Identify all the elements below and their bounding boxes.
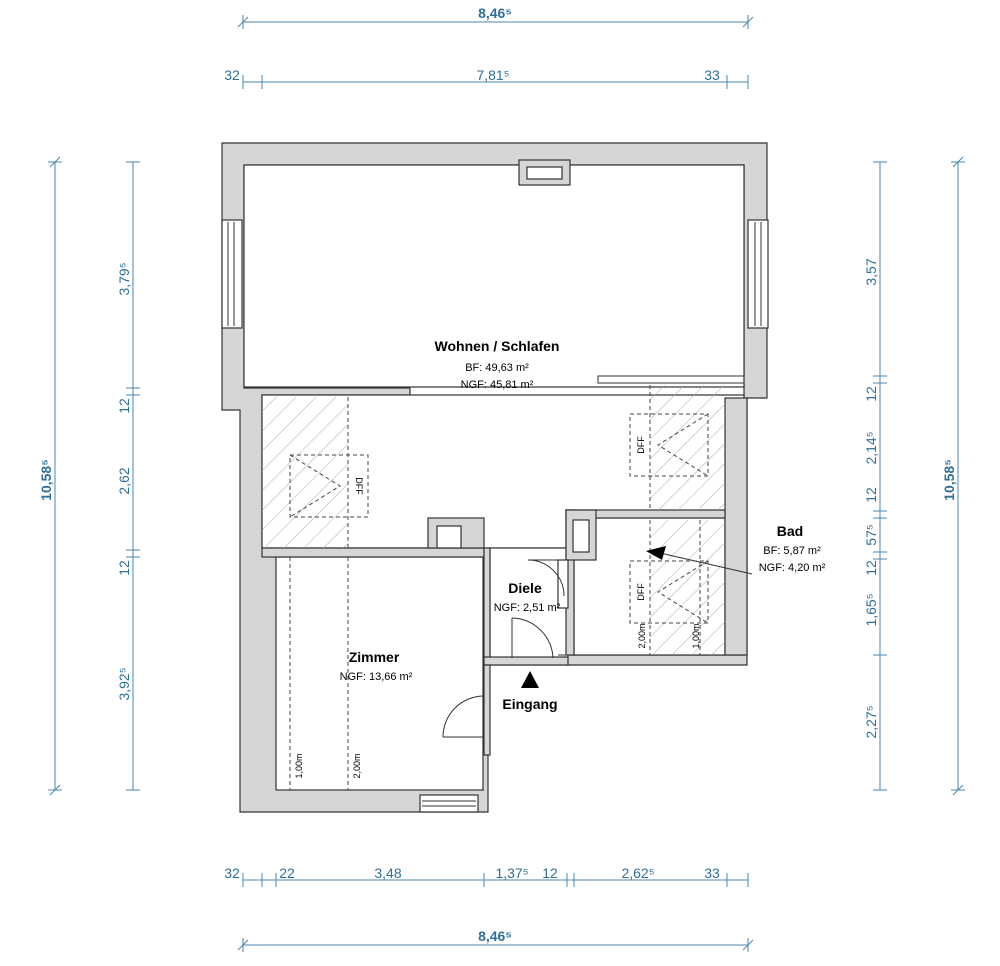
dim-bottom-6: 2,62⁵ xyxy=(621,865,654,881)
dim-right-7: 1,65⁵ xyxy=(863,593,879,626)
dim-bottom-2: 22 xyxy=(279,865,295,881)
top-dimension-chain: 8,46⁵ 32 7,81⁵ 33 xyxy=(224,5,754,89)
roof-window-left: DFF xyxy=(289,454,369,518)
dim-top-mid: 7,81⁵ xyxy=(476,67,509,83)
entrance-door xyxy=(511,617,554,659)
dim-right-5: 57⁵ xyxy=(863,524,879,545)
dim-top-right: 33 xyxy=(704,67,720,83)
dim-right-2: 12 xyxy=(863,386,879,402)
pointer-arrow xyxy=(646,546,666,560)
room-ngf: NGF: 45,81 m² xyxy=(461,379,534,391)
room-name: Diele xyxy=(508,580,542,596)
roof-window-bad: DFF xyxy=(629,560,709,624)
dff-label: DFF xyxy=(636,583,646,601)
zimmer-door xyxy=(442,695,485,738)
height-mark-2m-bad: 2,00m xyxy=(637,623,647,648)
dim-right-3: 2,14⁵ xyxy=(863,431,879,464)
dim-left-4: 12 xyxy=(116,560,132,576)
dim-bottom-5: 12 xyxy=(542,865,558,881)
entrance-arrow-icon xyxy=(521,671,539,688)
dim-right-total: 10,58⁵ xyxy=(941,459,957,501)
dim-right-8: 2,27⁵ xyxy=(863,705,879,738)
dim-top-total: 8,46⁵ xyxy=(478,5,512,21)
dim-right-1: 3,57 xyxy=(863,258,879,285)
room-ngf: NGF: 13,66 m² xyxy=(340,671,413,683)
height-mark-1m-bad: 1,00m xyxy=(691,623,701,648)
left-dimension-chain: 10,58⁵ 3,79⁵ 12 2,62 12 3,92⁵ xyxy=(38,156,140,796)
dim-bottom-7: 33 xyxy=(704,865,720,881)
roof-window-right-top: DFF xyxy=(629,413,709,477)
dim-top-left: 32 xyxy=(224,67,240,83)
room-diele: Diele NGF: 2,51 m² xyxy=(494,580,561,614)
dff-label: DFF xyxy=(354,477,364,495)
height-mark-2m-zimmer: 2,00m xyxy=(352,753,362,778)
dim-left-2: 12 xyxy=(116,398,132,414)
dim-left-3: 2,62 xyxy=(116,467,132,494)
dim-bottom-4: 1,37⁵ xyxy=(495,865,528,881)
dim-left-1: 3,79⁵ xyxy=(116,262,132,295)
room-ngf: NGF: 2,51 m² xyxy=(494,602,561,614)
room-name: Bad xyxy=(777,523,803,539)
room-bf: BF: 49,63 m² xyxy=(465,362,529,374)
room-bf: BF: 5,87 m² xyxy=(763,545,821,557)
entrance-label: Eingang xyxy=(502,696,557,712)
right-dimension-chain: 3,57 12 2,14⁵ 12 57⁵ 12 1,65⁵ 2,27⁵ 10,5… xyxy=(863,156,965,796)
room-name: Wohnen / Schlafen xyxy=(435,338,560,354)
dim-right-4: 12 xyxy=(863,487,879,503)
bad-door xyxy=(527,559,569,609)
dim-left-total: 10,58⁵ xyxy=(38,459,54,501)
room-zimmer: Zimmer NGF: 13,66 m² xyxy=(340,649,413,683)
dim-right-6: 12 xyxy=(863,560,879,576)
dff-label: DFF xyxy=(636,436,646,454)
entrance-marker: Eingang xyxy=(502,671,558,712)
dim-left-5: 3,92⁵ xyxy=(116,667,132,700)
dim-bottom-total: 8,46⁵ xyxy=(478,928,512,944)
dim-bottom-1: 32 xyxy=(224,865,240,881)
sloped-ceiling-zones xyxy=(262,385,725,790)
room-wohnen: Wohnen / Schlafen BF: 49,63 m² NGF: 45,8… xyxy=(435,338,560,391)
room-name: Zimmer xyxy=(349,649,400,665)
room-ngf: NGF: 4,20 m² xyxy=(759,562,826,574)
room-bad: Bad BF: 5,87 m² NGF: 4,20 m² xyxy=(646,523,826,575)
height-mark-1m-zimmer: 1,00m xyxy=(294,753,304,778)
bottom-dimension-chain: 32 22 3,48 1,37⁵ 12 2,62⁵ 33 8,46⁵ xyxy=(224,865,754,952)
dim-bottom-3: 3,48 xyxy=(374,865,401,881)
